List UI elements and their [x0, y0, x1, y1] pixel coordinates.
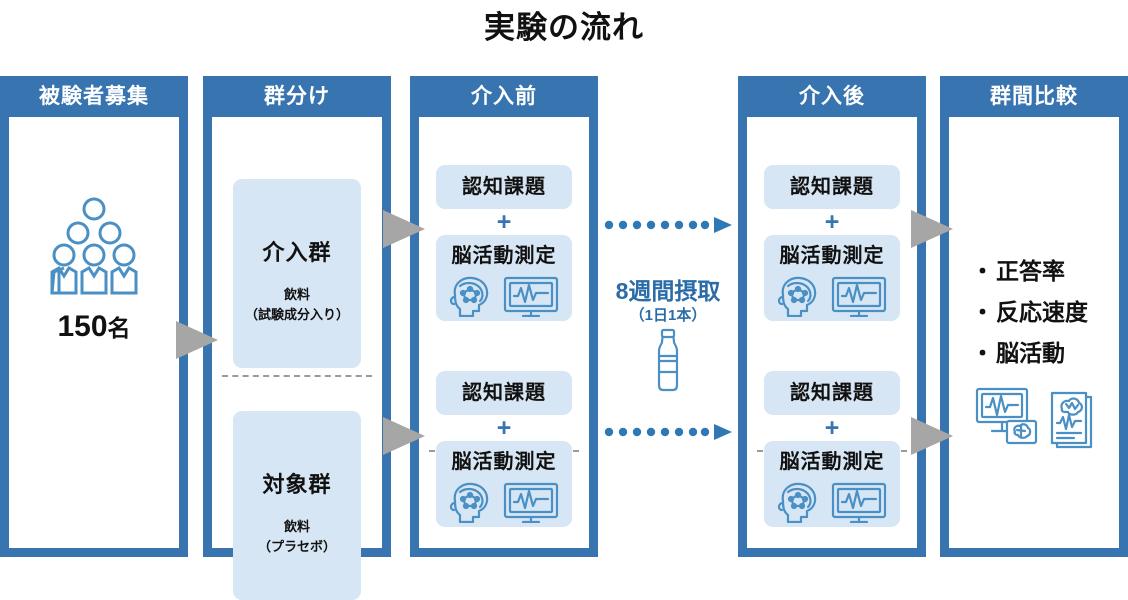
report-documents-icon	[1050, 391, 1093, 449]
column-body-pre-intervention: 認知課題 + 脳活動測定	[419, 117, 589, 548]
task-pill: 認知課題	[436, 371, 572, 415]
monitor-waveform-icon	[831, 482, 887, 524]
dotted-arrow-right-bottom	[604, 424, 732, 440]
brain-head-icon	[777, 482, 817, 524]
plus-sign: +	[496, 208, 512, 236]
plus-sign: +	[496, 414, 512, 442]
bullet: ・	[971, 299, 994, 325]
column-header-post-intervention: 介入後	[799, 85, 865, 108]
measure-pill: 脳活動測定	[436, 441, 572, 527]
measurement-block-pre-bottom: 認知課題 + 脳活動測定	[436, 371, 572, 527]
group-sub-line2: （プラセボ）	[257, 539, 336, 555]
arrow-recruit-to-grouping	[176, 318, 218, 362]
measure-icons	[436, 479, 572, 524]
measure-label: 脳活動測定	[779, 451, 885, 473]
group-sub-line2: （試験成分入り）	[244, 307, 349, 323]
brain-head-icon	[777, 276, 817, 318]
arrow-grouping-to-pre-top	[383, 207, 425, 251]
column-grouping: 群分け 介入群 飲料 （試験成分入り） 対象群 飲料 （プラセボ）	[203, 76, 391, 600]
page-title: 実験の流れ	[484, 10, 644, 45]
measure-label: 脳活動測定	[451, 245, 557, 267]
arrow-post-to-compare-bottom	[911, 414, 953, 458]
column-pre-intervention: 介入前 認知課題 + 脳活動測定	[410, 76, 598, 557]
brain-head-icon	[449, 276, 489, 318]
result-label: 反応速度	[996, 299, 1088, 325]
measure-label: 脳活動測定	[779, 245, 885, 267]
plus-sign: +	[824, 414, 840, 442]
group-card-intervention: 介入群 飲料 （試験成分入り）	[233, 179, 361, 368]
comparison-icons	[949, 385, 1119, 451]
column-header-recruit: 被験者募集	[39, 85, 149, 108]
interval-section: 8週間摂取 （1日1本）	[598, 76, 738, 557]
result-label: 正答率	[996, 258, 1065, 284]
column-header-grouping: 群分け	[264, 85, 330, 108]
plus-sign: +	[824, 208, 840, 236]
column-body-post-intervention: 認知課題 + 脳活動測定	[747, 117, 917, 548]
measure-label: 脳活動測定	[451, 451, 557, 473]
column-comparison: 群間比較 ・正答率 ・反応速度 ・脳活動	[940, 76, 1128, 557]
monitor-waveform-icon	[503, 482, 559, 524]
result-item-brain-activity: ・脳活動	[971, 333, 1109, 374]
arrow-post-to-compare-top	[911, 207, 953, 251]
group-title-intervention: 介入群	[262, 240, 332, 265]
group-title-control: 対象群	[262, 472, 332, 497]
column-post-intervention: 介入後 認知課題 + 脳活動測定	[738, 76, 926, 557]
measure-pill: 脳活動測定	[764, 441, 900, 527]
group-sub-intervention: 飲料 （試験成分入り）	[233, 285, 361, 325]
group-sub-line1: 飲料	[283, 519, 310, 534]
bullet: ・	[971, 340, 994, 366]
group-card-control: 対象群 飲料 （プラセボ）	[233, 411, 361, 600]
arrow-grouping-to-pre-bottom	[383, 414, 425, 458]
task-pill: 認知課題	[764, 165, 900, 209]
monitor-brain-analysis-icon	[975, 387, 1038, 445]
result-list: ・正答率 ・反応速度 ・脳活動	[971, 251, 1109, 374]
monitor-waveform-icon	[831, 276, 887, 318]
task-pill: 認知課題	[764, 371, 900, 415]
result-item-accuracy: ・正答率	[971, 251, 1109, 292]
group-of-people-icon	[9, 197, 179, 302]
column-body-comparison: ・正答率 ・反応速度 ・脳活動	[949, 117, 1119, 548]
column-header-pre-intervention: 介入前	[471, 85, 537, 108]
column-recruit: 被験者募集 150名	[0, 76, 188, 557]
brain-head-icon	[449, 482, 489, 524]
measure-pill: 脳活動測定	[436, 235, 572, 321]
group-sub-control: 飲料 （プラセボ）	[233, 517, 361, 557]
column-body-recruit: 150名	[9, 117, 179, 548]
participant-count-suffix: 名	[107, 315, 131, 341]
group-divider	[222, 375, 372, 377]
participant-count-number: 150	[57, 310, 108, 343]
result-item-reaction-speed: ・反応速度	[971, 292, 1109, 333]
measure-icons	[764, 273, 900, 318]
bullet: ・	[971, 258, 994, 284]
result-label: 脳活動	[996, 340, 1065, 366]
column-header-comparison: 群間比較	[990, 85, 1078, 108]
participant-count: 150名	[9, 309, 179, 344]
interval-title: 8週間摂取	[615, 278, 721, 304]
measure-pill: 脳活動測定	[764, 235, 900, 321]
measure-icons	[764, 479, 900, 524]
bottle-icon	[598, 328, 738, 392]
group-sub-line1: 飲料	[283, 287, 310, 302]
dotted-arrow-right-top	[604, 217, 732, 233]
task-pill: 認知課題	[436, 165, 572, 209]
interval-subtitle: （1日1本）	[629, 307, 707, 324]
monitor-waveform-icon	[503, 276, 559, 318]
measure-icons	[436, 273, 572, 318]
measurement-block-post-bottom: 認知課題 + 脳活動測定	[764, 371, 900, 527]
column-body-grouping: 介入群 飲料 （試験成分入り） 対象群 飲料 （プラセボ）	[212, 117, 382, 600]
measurement-block-pre-top: 認知課題 + 脳活動測定	[436, 165, 572, 321]
measurement-block-post-top: 認知課題 + 脳活動測定	[764, 165, 900, 321]
